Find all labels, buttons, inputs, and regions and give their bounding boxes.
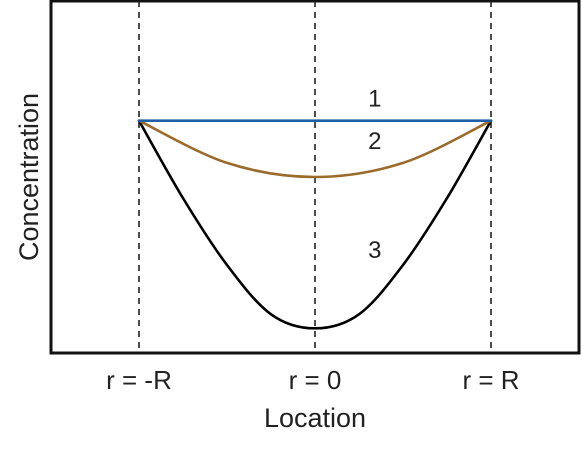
y-axis-label: Concentration (14, 93, 44, 261)
x-tick-label-3: r = R (462, 365, 519, 395)
x-tick-label-1: r = -R (106, 365, 172, 395)
curve-2 (137, 119, 493, 179)
curve-label-3: 3 (368, 237, 381, 264)
curve-3 (137, 119, 493, 330)
curve-label-2: 2 (368, 128, 381, 155)
x-tick-label-2: r = 0 (289, 365, 342, 395)
curve-label-1: 1 (368, 86, 381, 113)
x-axis-label: Location (264, 403, 366, 433)
